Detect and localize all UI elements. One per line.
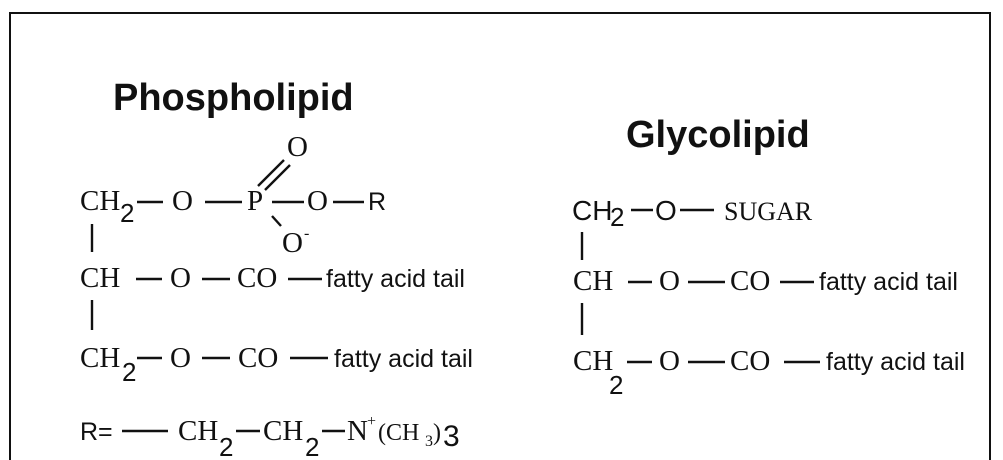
glycolipid-fatty-acid-tail-1: fatty acid tail bbox=[819, 268, 958, 296]
glycolipid-o-row3: O bbox=[659, 345, 680, 377]
r-nitrogen-plus-charge: + bbox=[367, 413, 376, 430]
r-equals-label: R= bbox=[80, 418, 113, 446]
glycolipid-ch-middle: CH bbox=[573, 265, 613, 297]
phospholipid-o-row1: O bbox=[172, 185, 193, 217]
phospholipid-o-row3: O bbox=[170, 342, 191, 374]
phospholipid-ch-middle: CH bbox=[80, 262, 120, 294]
glycolipid-co-row2: CO bbox=[730, 265, 770, 297]
phospholipid-p: P bbox=[247, 185, 263, 217]
r-ch2-first-subscript: 2 bbox=[219, 432, 233, 460]
phospholipid-fatty-acid-tail-1: fatty acid tail bbox=[326, 265, 465, 293]
bond-p-o-minus bbox=[271, 215, 282, 227]
glycolipid-fatty-acid-tail-2: fatty acid tail bbox=[826, 348, 965, 376]
r-ch2-second-subscript: 2 bbox=[305, 432, 319, 460]
phosphate-double-o: O bbox=[287, 131, 308, 163]
diagram-border bbox=[9, 12, 991, 460]
phospholipid-co-row3: CO bbox=[238, 342, 278, 374]
glycolipid-co-row3: CO bbox=[730, 345, 770, 377]
r-methyl-subscript: 3 bbox=[425, 433, 433, 450]
phospholipid-o-row2: O bbox=[170, 262, 191, 294]
r-methyl-group: (CH bbox=[378, 420, 419, 446]
phospholipid-ch2-bottom: CH bbox=[80, 342, 120, 374]
phospholipid-ch2-top-subscript: 2 bbox=[120, 198, 134, 228]
phospholipid-fatty-acid-tail-2: fatty acid tail bbox=[334, 345, 473, 373]
phospholipid-o-row1b: O bbox=[307, 185, 328, 217]
r-ch2-first: CH bbox=[178, 415, 218, 447]
glycolipid-title: Glycolipid bbox=[626, 114, 810, 156]
r-methyl-count: 3 bbox=[443, 420, 460, 453]
r-methyl-close-paren: ) bbox=[433, 420, 441, 446]
phosphate-minus-charge: - bbox=[304, 225, 309, 242]
phospholipid-co-row2: CO bbox=[237, 262, 277, 294]
glycolipid-o-row2: O bbox=[659, 265, 680, 297]
glycolipid-ch2-top: CH bbox=[572, 195, 612, 226]
glycolipid-ch2-bottom-subscript: 2 bbox=[609, 370, 623, 400]
phospholipid-r: R bbox=[368, 188, 386, 216]
phospholipid-ch2-top: CH bbox=[80, 185, 120, 217]
glycolipid-ch2-top-subscript: 2 bbox=[610, 202, 624, 232]
r-nitrogen: N bbox=[347, 415, 368, 447]
r-ch2-second: CH bbox=[263, 415, 303, 447]
double-bond-line-2 bbox=[264, 164, 291, 191]
phospholipid-title: Phospholipid bbox=[113, 77, 354, 119]
glycolipid-o-row1: O bbox=[655, 195, 677, 226]
glycolipid-sugar: SUGAR bbox=[724, 197, 813, 226]
double-bond-line-1 bbox=[257, 159, 285, 187]
phospholipid-ch2-bottom-subscript: 2 bbox=[122, 357, 136, 387]
phosphate-o-minus: O bbox=[282, 227, 303, 259]
glycolipid-ch2-bottom: CH bbox=[573, 345, 613, 377]
